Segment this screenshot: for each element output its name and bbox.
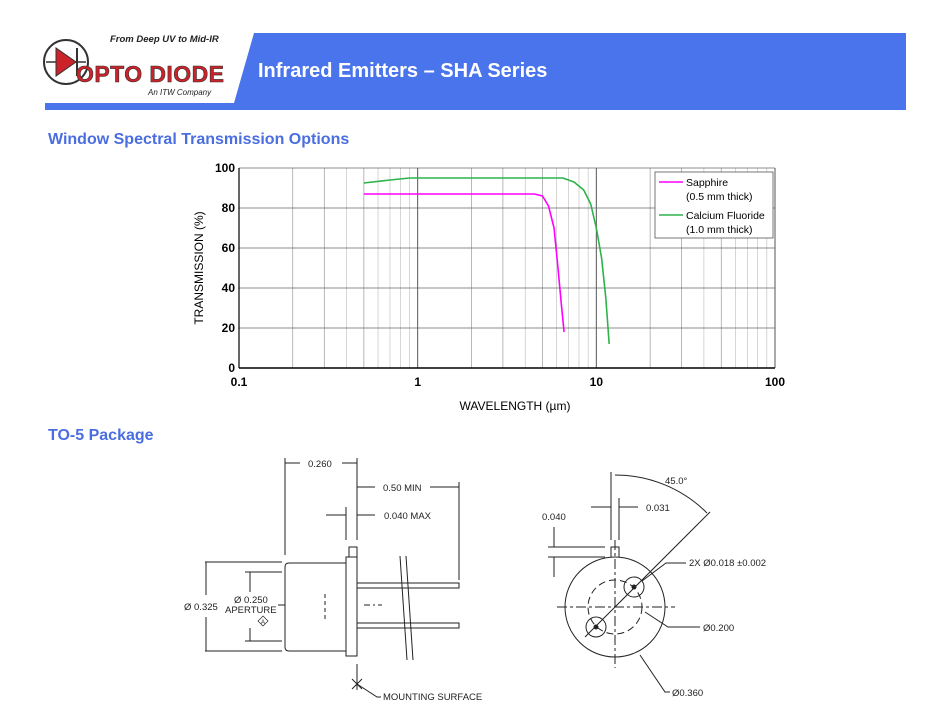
series-line-calcium-fluoride: [363, 177, 610, 345]
x-tick-label: 0.1: [231, 375, 248, 389]
y-axis-label: TRANSMISSION (%): [192, 211, 206, 324]
legend-label-sapphire: Sapphire: [686, 177, 728, 189]
dim-tab-width: 0.031: [646, 503, 670, 514]
logo-circle-icon: [43, 39, 89, 85]
opto-diode-logo: From Deep UV to Mid-IR OPTO DIODE An ITW…: [43, 34, 224, 97]
diode-icon: [55, 47, 77, 77]
bottom-view: [548, 472, 711, 693]
to5-package-drawing: 0.260 0.50 MIN 0.040 MAX Ø 0.325 Ø 0.250…: [184, 458, 766, 703]
section-heading-transmission: Window Spectral Transmission Options: [48, 131, 350, 148]
legend-sublabel-sapphire: (0.5 mm thick): [686, 191, 753, 203]
x-tick-label: 10: [590, 375, 604, 389]
header-banner: [232, 33, 906, 110]
y-tick-label: 0: [228, 361, 235, 375]
page-title: Infrared Emitters – SHA Series: [258, 60, 548, 82]
logo-tagline: From Deep UV to Mid-IR: [110, 34, 219, 45]
y-tick-label: 80: [222, 201, 236, 215]
y-tick-label: 100: [215, 161, 235, 175]
header-underbar: [45, 103, 245, 110]
y-tick-label: 60: [222, 241, 236, 255]
datum-a: A: [261, 620, 265, 626]
dim-aperture-diameter: Ø 0.250: [234, 595, 268, 606]
dim-tab-height: 0.040: [542, 512, 566, 523]
logo-subbrand: An ITW Company: [147, 88, 212, 97]
dim-length: 0.260: [308, 459, 332, 470]
dim-aperture-label: APERTURE: [225, 605, 277, 616]
y-tick-label: 20: [222, 321, 236, 335]
x-axis-label: WAVELENGTH (µm): [460, 399, 571, 413]
dim-flange: 0.040 MAX: [384, 511, 432, 522]
dim-pin-diameter: 2X Ø0.018 ±0.002: [689, 558, 766, 569]
transmission-chart: 0 20 40 60 80 100 0.1 1 10 100 WAVELENGTH (µm) TR…: [192, 161, 785, 413]
logo-brand: OPTO DIODE: [76, 61, 224, 87]
legend-label-caf2: Calcium Fluoride: [686, 210, 765, 222]
dim-angle: 45.0°: [665, 476, 687, 487]
x-tick-label: 1: [414, 375, 421, 389]
mounting-surface-label: MOUNTING SURFACE: [383, 692, 482, 703]
section-heading-package: TO-5 Package: [48, 427, 154, 444]
legend-sublabel-caf2: (1.0 mm thick): [686, 224, 753, 236]
chart-legend: Sapphire (0.5 mm thick) Calcium Fluoride…: [654, 171, 774, 239]
dim-body-diameter: Ø 0.325: [184, 602, 218, 613]
dim-bolt-circle: Ø0.200: [703, 623, 734, 634]
series-line-sapphire: [363, 193, 565, 333]
side-view: [205, 458, 460, 698]
y-tick-label: 40: [222, 281, 236, 295]
x-tick-label: 100: [765, 375, 785, 389]
dim-lead-length: 0.50 MIN: [383, 483, 422, 494]
dim-outer-diameter: Ø0.360: [672, 688, 703, 699]
